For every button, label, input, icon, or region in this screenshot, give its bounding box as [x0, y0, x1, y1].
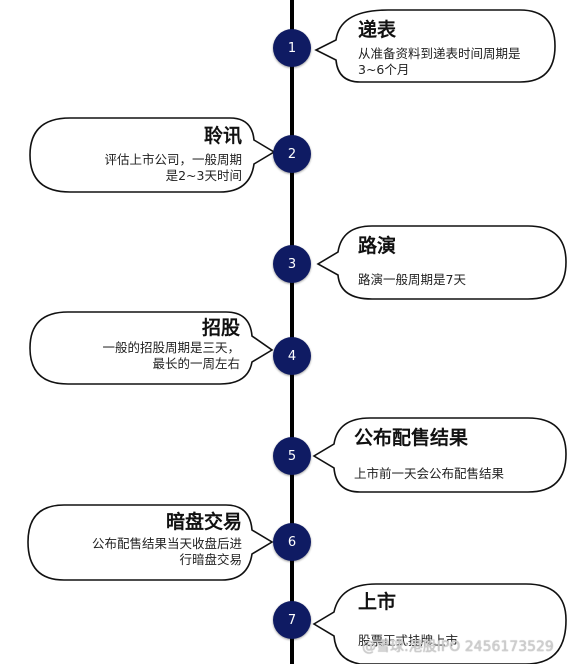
- step-node-6: 6: [273, 523, 311, 561]
- step-2-text: 聆讯 评估上市公司，一般周期 是2~3天时间: [46, 124, 242, 184]
- step-7-title: 上市: [358, 591, 397, 613]
- step-4-desc-line-2: 最长的一周左右: [152, 356, 240, 371]
- step-2-desc-line-2: 是2~3天时间: [165, 168, 242, 183]
- step-node-7: 7: [273, 601, 311, 639]
- bubble-3: [316, 225, 567, 300]
- bubble-4: [29, 311, 274, 385]
- bubble-2: [29, 117, 276, 193]
- step-node-5: 5: [273, 437, 311, 475]
- bubble-5: [312, 417, 567, 493]
- step-6-text: 暗盘交易 公布配售结果当天收盘后进 行暗盘交易: [40, 510, 242, 568]
- step-7-text: 上市: [358, 590, 554, 614]
- step-4-text: 招股 一般的招股周期是三天， 最长的一周左右: [46, 316, 240, 372]
- step-6-title: 暗盘交易: [165, 511, 242, 533]
- step-5-title: 公布配售结果: [354, 427, 469, 449]
- step-5-text: 公布配售结果 上市前一天会公布配售结果: [354, 426, 558, 482]
- timeline-spine: [290, 0, 294, 664]
- bubble-1: [314, 9, 556, 83]
- step-1-text: 递表 从准备资料到递表时间周期是 3~6个月: [358, 18, 550, 78]
- bubble-7: [312, 583, 567, 664]
- step-7-desc-line-1: 股票正式挂牌上市: [358, 633, 459, 648]
- bubble-6: [27, 504, 274, 581]
- step-6-desc-line-2: 行暗盘交易: [179, 552, 242, 567]
- step-2-title: 聆讯: [203, 125, 242, 147]
- step-node-3: 3: [273, 245, 311, 283]
- step-1-title: 递表: [358, 19, 397, 41]
- step-node-4: 4: [273, 337, 311, 375]
- step-4-title: 招股: [201, 317, 240, 339]
- step-node-2: 2: [273, 135, 311, 173]
- step-3-title: 路演: [358, 235, 397, 257]
- step-6-desc-line-1: 公布配售结果当天收盘后进: [91, 536, 242, 551]
- step-3-text: 路演 路演一般周期是7天: [358, 234, 554, 288]
- step-3-desc-line-1: 路演一般周期是7天: [358, 272, 466, 287]
- step-1-desc-line-1: 从准备资料到递表时间周期是: [358, 46, 521, 61]
- step-node-1: 1: [273, 29, 311, 67]
- step-4-desc-line-1: 一般的招股周期是三天，: [102, 340, 240, 355]
- step-5-desc-line-1: 上市前一天会公布配售结果: [354, 466, 505, 481]
- step-1-desc-line-2: 3~6个月: [358, 62, 410, 77]
- step-2-desc-line-1: 评估上市公司，一般周期: [104, 152, 242, 167]
- watermark: @雪球:港股IPO 2456173529: [362, 639, 554, 655]
